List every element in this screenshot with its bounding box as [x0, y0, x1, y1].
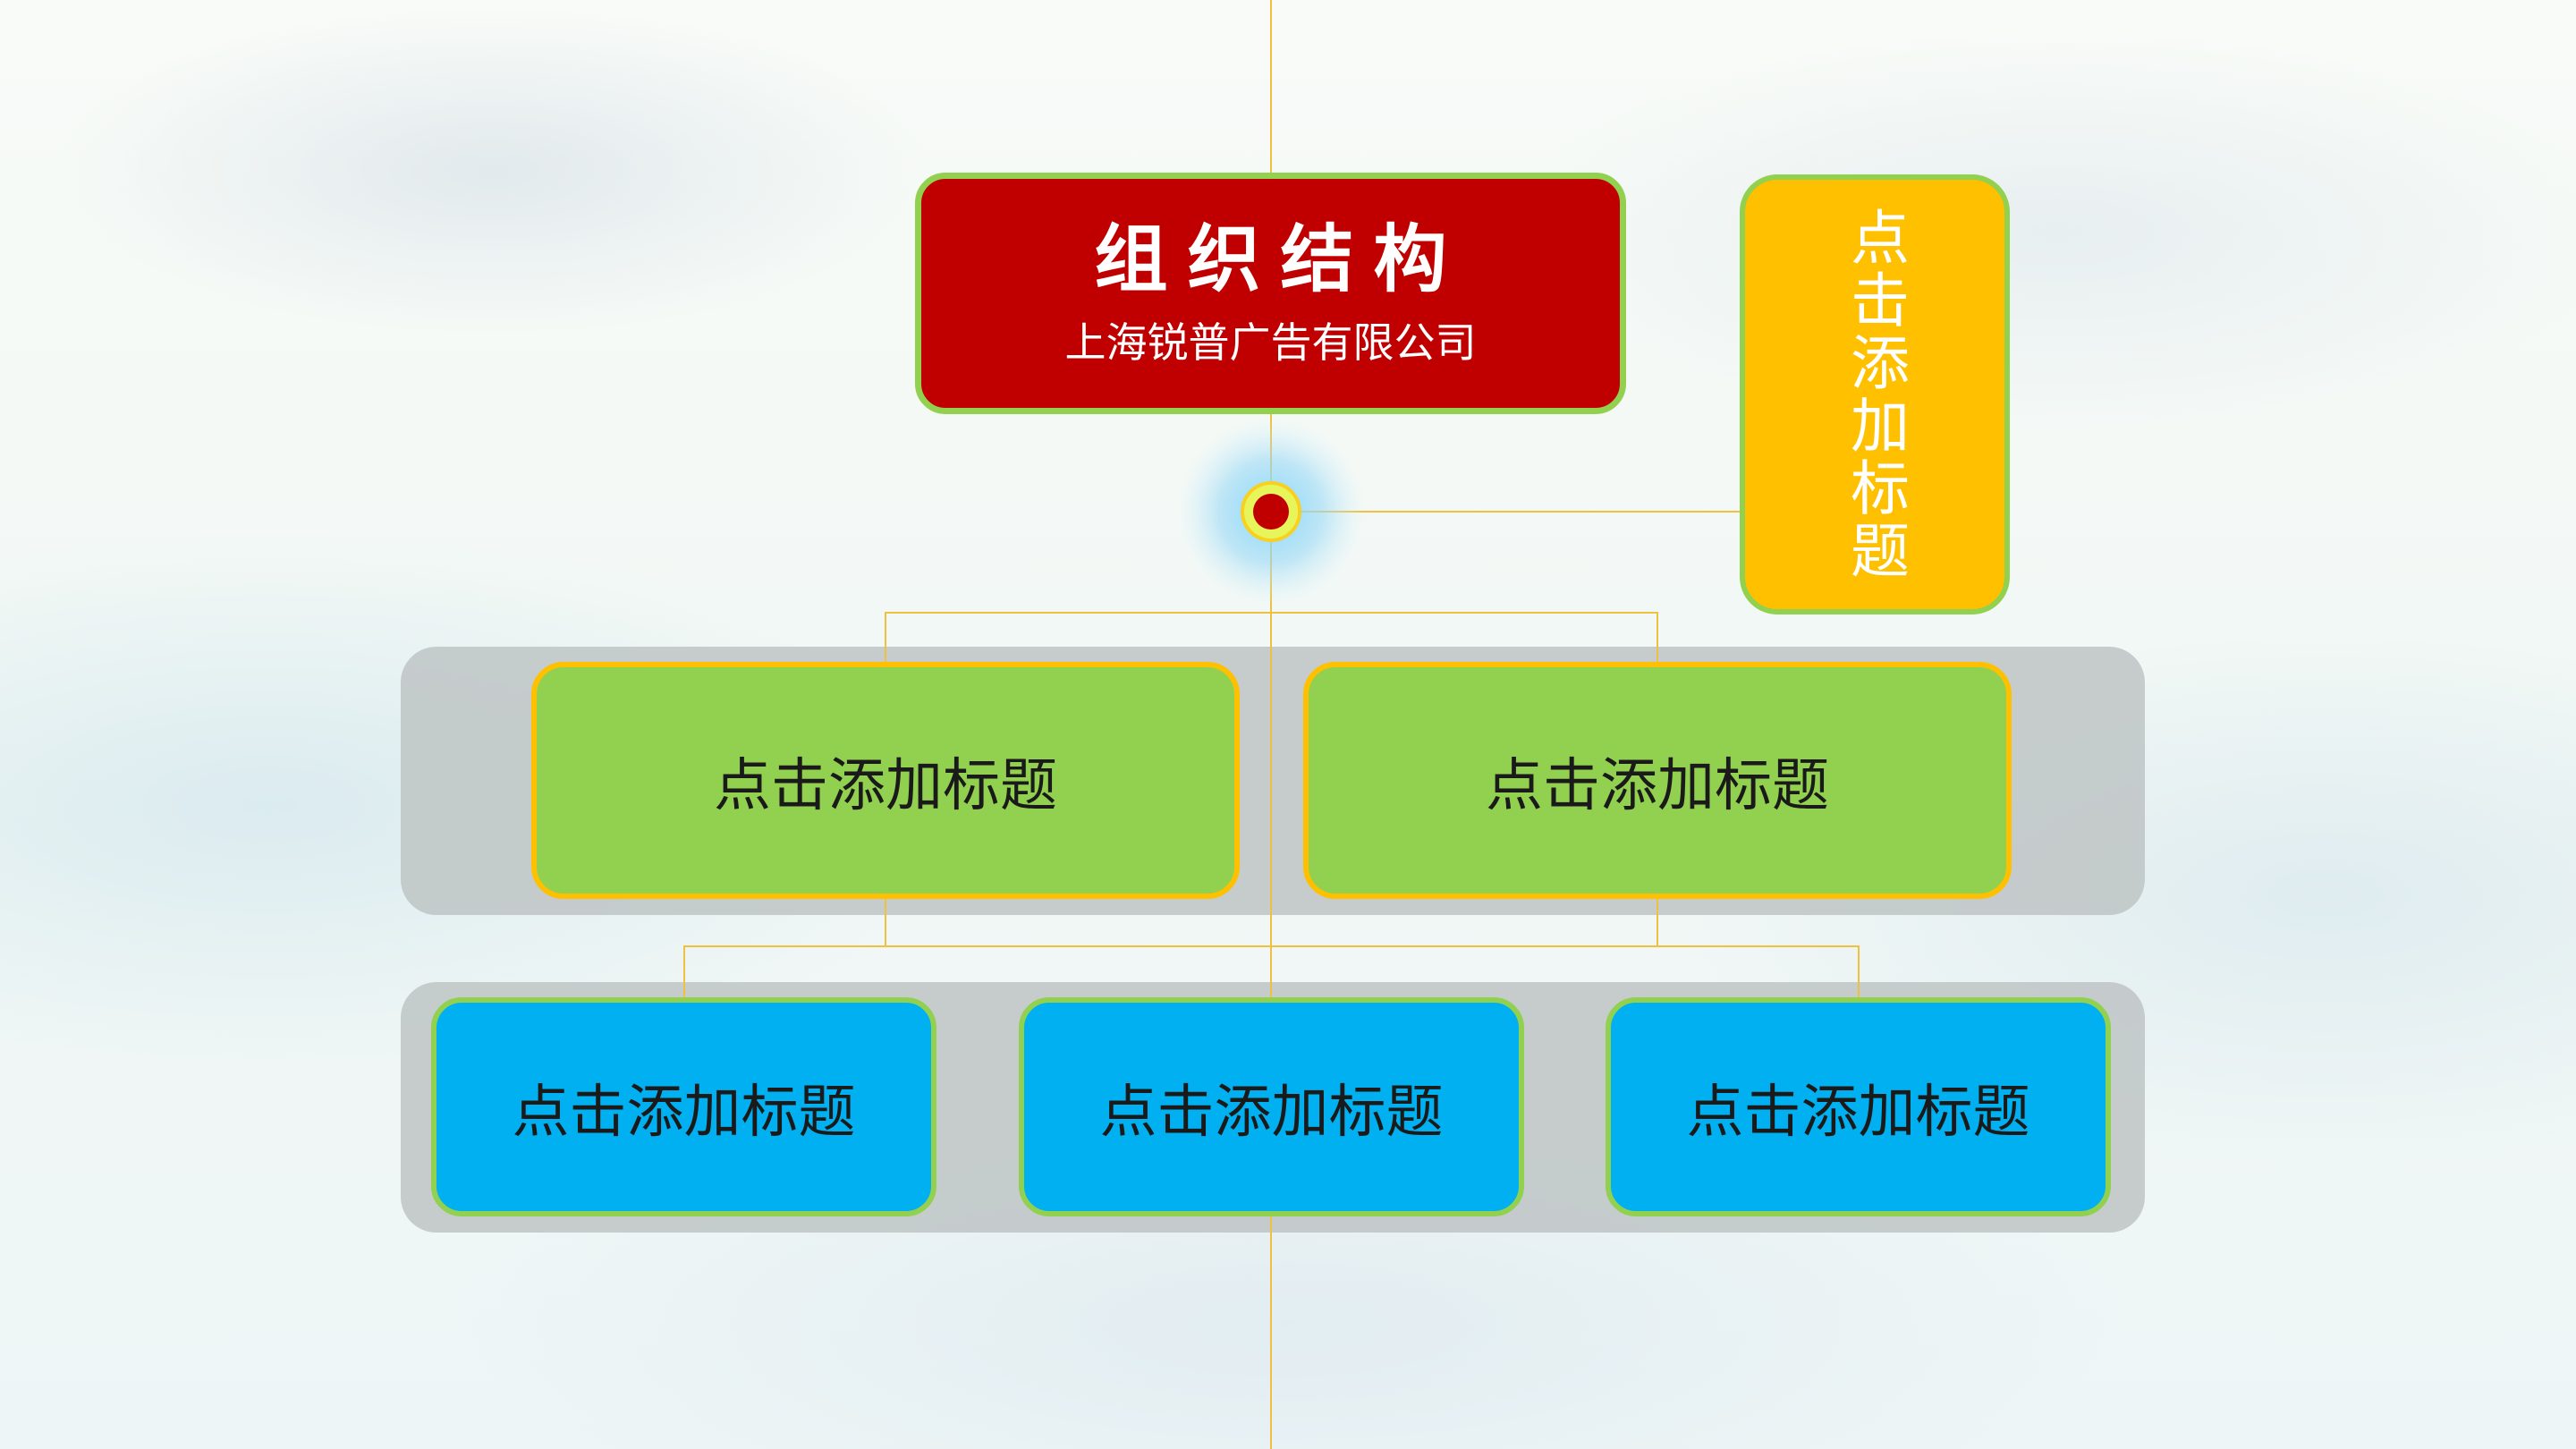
level3-node-left-text: 点击添加标题 [512, 1079, 856, 1146]
level2-node-right[interactable]: 点击添加标题 [1303, 662, 2012, 899]
level3-node-middle-text: 点击添加标题 [1099, 1079, 1444, 1146]
side-title-text: 点击添加标题 [1841, 207, 1910, 582]
title-node[interactable]: 组织结构 上海锐普广告有限公司 [915, 173, 1626, 414]
title-subtitle-text: 上海锐普广告有限公司 [1064, 318, 1477, 367]
level3-connector [683, 945, 1860, 997]
side-title-node[interactable]: 点击添加标题 [1740, 174, 2010, 614]
level2-node-left-text: 点击添加标题 [714, 752, 1057, 819]
level2-connector [885, 612, 1658, 662]
level3-node-middle[interactable]: 点击添加标题 [1019, 997, 1524, 1216]
level2-node-right-text: 点击添加标题 [1486, 752, 1829, 819]
level3-node-right[interactable]: 点击添加标题 [1606, 997, 2111, 1216]
title-main-text: 组织结构 [1094, 217, 1467, 302]
level3-node-left[interactable]: 点击添加标题 [431, 997, 936, 1216]
level2-node-left[interactable]: 点击添加标题 [531, 662, 1240, 899]
level3-node-right-text: 点击添加标题 [1686, 1079, 2030, 1146]
hub-dot [1253, 494, 1289, 530]
